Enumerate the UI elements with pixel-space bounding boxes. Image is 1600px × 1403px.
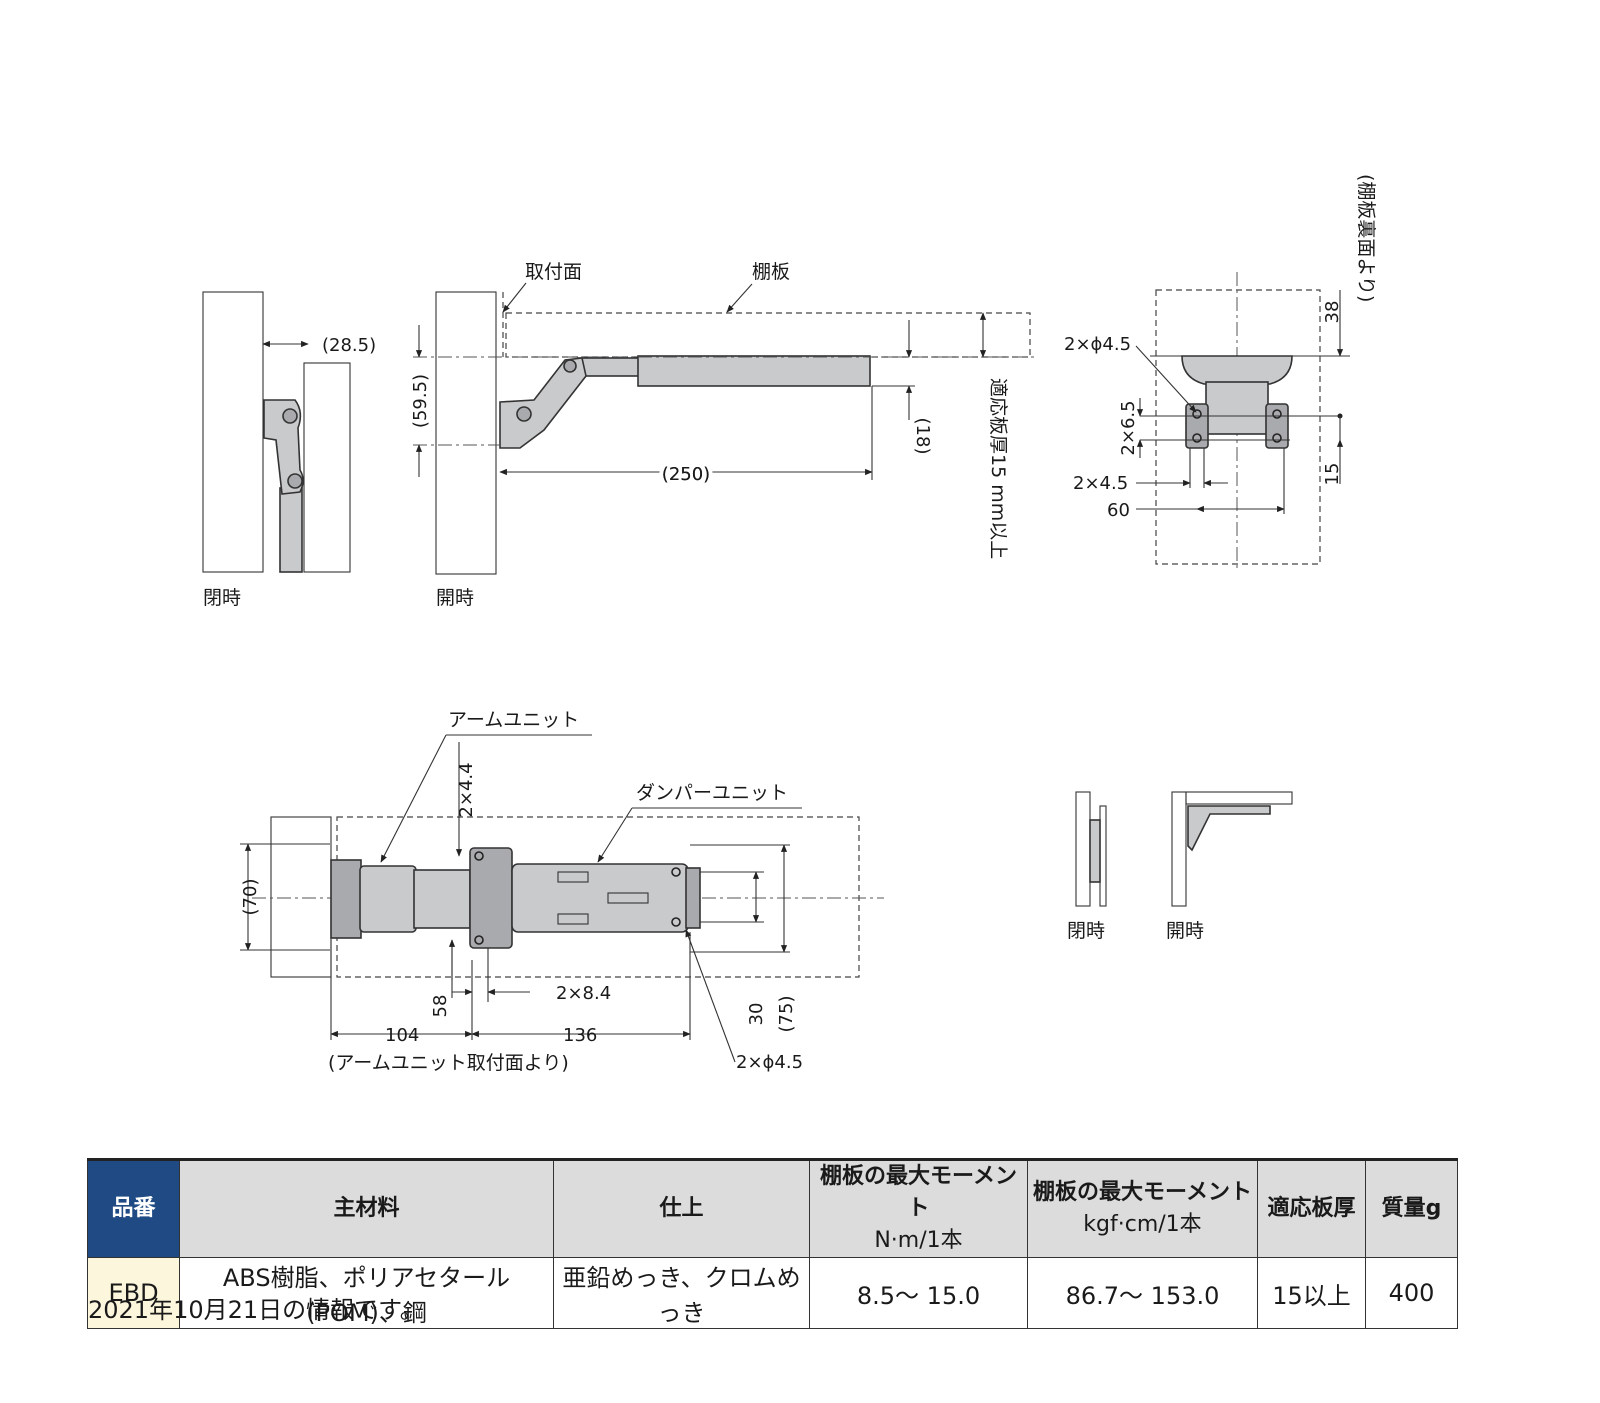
mini-open-panel xyxy=(1171,791,1187,907)
dim-18: (18) xyxy=(912,418,933,455)
top-damper-slot-a xyxy=(557,871,589,883)
dim-59-5: (59.5) xyxy=(410,374,431,428)
dim-2x4-5-top: 2×ϕ4.5 xyxy=(1064,334,1131,355)
label-arm-unit: アームユニット xyxy=(448,709,579,731)
closed-shelf-panel xyxy=(303,362,351,573)
dim-250: (250) xyxy=(662,464,710,485)
dim-15: 15 xyxy=(1322,463,1343,486)
dim-60: 60 xyxy=(1107,500,1130,521)
cell-material: ABS樹脂、ポリアセタール(POM)、鋼 xyxy=(179,1257,554,1329)
label-closed-small: 閉時 xyxy=(1067,920,1105,942)
header-part-number: 品番 xyxy=(87,1159,180,1258)
mini-open-arm xyxy=(1187,805,1271,852)
label-from-shelf-back: (棚板裏面より) xyxy=(1355,174,1377,302)
cabinet-side-panel xyxy=(202,291,264,573)
dim-250-text: (250) xyxy=(662,464,710,485)
top-arm-mount-plate xyxy=(330,859,362,939)
arm-pivot-b xyxy=(563,359,577,373)
cabinet-side-panel-open xyxy=(435,291,497,575)
dim-30: 30 xyxy=(746,1003,767,1026)
top-cabinet-side xyxy=(270,816,332,978)
front-view: 2×ϕ4.5 2×6.5 2×4.5 60 38 15 (棚板裏面より) xyxy=(1064,174,1377,570)
label-closed-left: 閉時 xyxy=(203,587,241,609)
cell-thickness: 15以上 xyxy=(1257,1257,1366,1329)
label-shelf: 棚板 xyxy=(752,261,790,283)
dim-136: 136 xyxy=(563,1025,597,1046)
cell-mass: 400 xyxy=(1365,1257,1458,1329)
dim-38: 38 xyxy=(1322,301,1343,324)
header-finish: 仕上 xyxy=(553,1159,810,1258)
mini-closed-arm xyxy=(1089,819,1101,883)
header-material: 主材料 xyxy=(179,1159,554,1258)
label-open-left: 開時 xyxy=(436,587,474,609)
top-arm-unit xyxy=(359,865,417,933)
open-side-view: (59.5) (250) (250) (18) 適応板厚15 mm以上 取付面 … xyxy=(410,261,1036,609)
dim-2x8-4: 2×8.4 xyxy=(556,983,611,1004)
front-mount-plate-left xyxy=(1185,403,1209,449)
dim-70: (70) xyxy=(240,879,261,916)
footnote: 2021年10月21日の情報です。 xyxy=(88,1296,424,1324)
cell-finish: 亜鉛めっき、クロムめっき xyxy=(553,1257,810,1329)
label-damper-unit: ダンパーユニット xyxy=(636,782,788,804)
arm-rod-main xyxy=(637,355,871,387)
dim-75: (75) xyxy=(776,996,797,1033)
top-arm-link xyxy=(413,869,471,929)
label-applicable-thickness: 適応板厚15 mm以上 xyxy=(987,378,1009,559)
top-damper-end xyxy=(685,867,701,929)
header-thickness: 適応板厚 xyxy=(1257,1159,1366,1258)
top-view: (70) 2×4.4 58 2×8.4 104 136 (アームユニット取付面よ… xyxy=(240,709,884,1074)
open-shelf-outline xyxy=(505,312,1031,358)
mini-open-shelf xyxy=(1185,791,1293,805)
dim-2x4-5-bottom: 2×ϕ4.5 xyxy=(736,1052,803,1073)
front-mount-plate-right xyxy=(1265,403,1289,449)
closed-side-view: (28.5) 閉時 xyxy=(202,291,376,609)
label-mount-surface: 取付面 xyxy=(525,261,582,283)
mini-views: 閉時 開時 xyxy=(1067,791,1293,942)
arm-rod-left xyxy=(577,357,641,377)
header-mass: 質量g xyxy=(1365,1159,1458,1258)
top-damper-plate xyxy=(469,847,513,949)
front-cabinet-outline xyxy=(1155,289,1321,565)
front-shelf-bracket-cup xyxy=(1181,355,1293,385)
arm-pivot-a xyxy=(516,406,532,422)
cell-moment-nm: 8.5〜 15.0 xyxy=(809,1257,1028,1329)
dim-2x4-4: 2×4.4 xyxy=(456,762,477,817)
top-damper-unit xyxy=(511,863,689,933)
table-row: EBD ABS樹脂、ポリアセタール(POM)、鋼 亜鉛めっき、クロムめっき 8.… xyxy=(87,1257,1458,1329)
label-from-arm-mount: (アームユニット取付面より) xyxy=(328,1052,569,1074)
dim-104: 104 xyxy=(385,1025,419,1046)
folded-arm-bar xyxy=(279,487,303,573)
mini-closed-shelf xyxy=(1099,805,1107,907)
dim-2x4-5: 2×4.5 xyxy=(1073,473,1128,494)
mini-closed-panel xyxy=(1075,791,1091,907)
hinge-pivot-lower xyxy=(287,473,303,489)
arm-bracket xyxy=(499,357,587,449)
top-damper-slot-c xyxy=(607,892,649,904)
dim-58: 58 xyxy=(430,995,451,1018)
hinge-pivot-upper xyxy=(282,408,298,424)
dim-28-5: (28.5) xyxy=(322,335,376,356)
top-damper-slot-b xyxy=(557,913,589,925)
dim-2x6-5: 2×6.5 xyxy=(1118,400,1139,455)
folded-hinge-body xyxy=(263,399,304,495)
cell-moment-kgf: 86.7〜 153.0 xyxy=(1027,1257,1258,1329)
label-open-small: 開時 xyxy=(1166,920,1204,942)
front-hinge-body xyxy=(1205,381,1269,435)
